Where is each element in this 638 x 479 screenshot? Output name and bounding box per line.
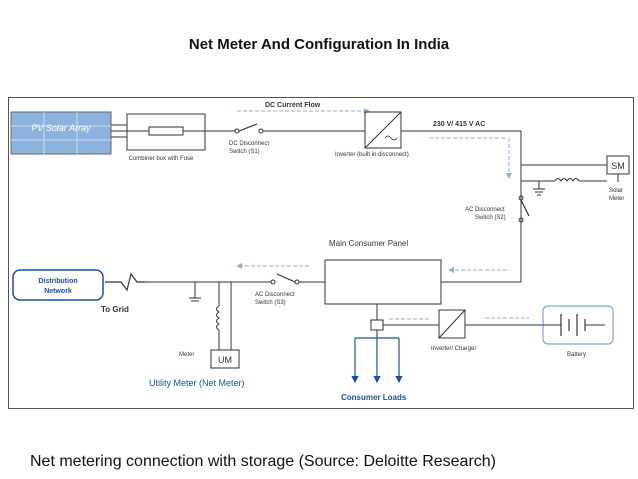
solar-meter: SM Solar Meter bbox=[521, 155, 630, 202]
combiner-box-label: Combiner box with Fuse bbox=[129, 156, 194, 162]
dc-current-flow-arrow: DC Current Flow bbox=[237, 102, 370, 114]
ac-disconnect-switch-s2: AC Disconnect Switch (S2) bbox=[465, 195, 530, 223]
distribution-label-1: Distribution bbox=[38, 278, 77, 285]
pv-solar-array: PV Solar Array bbox=[10, 111, 112, 155]
ac-switch-s2-label-2: Switch (S2) bbox=[475, 215, 506, 221]
ac-flow-arrow-top bbox=[429, 137, 512, 179]
ac-switch-s3-label-2: Switch (S3) bbox=[255, 300, 286, 306]
inverter-charger: Inverter/ Charger bbox=[383, 309, 543, 352]
utility-meter: UM Meter Utility Meter (Net Meter) bbox=[149, 282, 245, 388]
diagram-frame: PV Solar Array Combiner box with Fuse DC… bbox=[8, 97, 634, 409]
to-grid-label: To Grid bbox=[101, 305, 129, 314]
ac-voltage-label: 230 V/ 415 V AC bbox=[433, 121, 485, 128]
dc-switch-label-1: DC Disconnect bbox=[229, 141, 269, 147]
slide-title: Net Meter And Configuration In India bbox=[188, 36, 450, 53]
grid-break-symbol: To Grid bbox=[101, 272, 145, 314]
main-consumer-panel: Main Consumer Panel bbox=[324, 239, 442, 305]
inverter: Inverter (built in disconnect) bbox=[335, 111, 409, 158]
ac-disconnect-switch-s3: AC Disconnect Switch (S3) bbox=[255, 273, 300, 306]
dc-switch-label-2: Switch (S1) bbox=[229, 149, 260, 155]
solar-meter-label-1: Solar bbox=[609, 188, 623, 194]
consumer-loads: Consumer Loads bbox=[341, 304, 407, 402]
meter-label: Meter bbox=[179, 352, 194, 358]
figure-caption: Net metering connection with storage (So… bbox=[30, 453, 496, 470]
wiring-diagram: PV Solar Array Combiner box with Fuse DC… bbox=[10, 102, 630, 402]
inverter-charger-label: Inverter/ Charger bbox=[431, 346, 476, 352]
dc-disconnect-switch-s1: DC Disconnect Switch (S1) bbox=[229, 123, 269, 155]
battery: Battery bbox=[542, 305, 614, 358]
solar-meter-label-2: Meter bbox=[609, 196, 624, 202]
dc-flow-label: DC Current Flow bbox=[265, 102, 321, 109]
distribution-network: Distribution Network bbox=[12, 269, 104, 301]
solar-meter-box-label: SM bbox=[611, 161, 625, 171]
battery-label: Battery bbox=[567, 352, 586, 358]
pv-array-label: PV Solar Array bbox=[31, 123, 91, 133]
utility-meter-box-label: UM bbox=[218, 355, 232, 365]
ac-switch-s3-label-1: AC Disconnect bbox=[255, 292, 295, 298]
ac-switch-s2-label-1: AC Disconnect bbox=[465, 207, 505, 213]
consumer-loads-label: Consumer Loads bbox=[341, 393, 407, 402]
combiner-box: Combiner box with Fuse bbox=[126, 113, 206, 162]
inverter-label: Inverter (built in disconnect) bbox=[335, 152, 409, 158]
distribution-label-2: Network bbox=[44, 288, 72, 295]
utility-meter-caption: Utility Meter (Net Meter) bbox=[149, 378, 245, 388]
main-panel-label: Main Consumer Panel bbox=[329, 239, 408, 248]
